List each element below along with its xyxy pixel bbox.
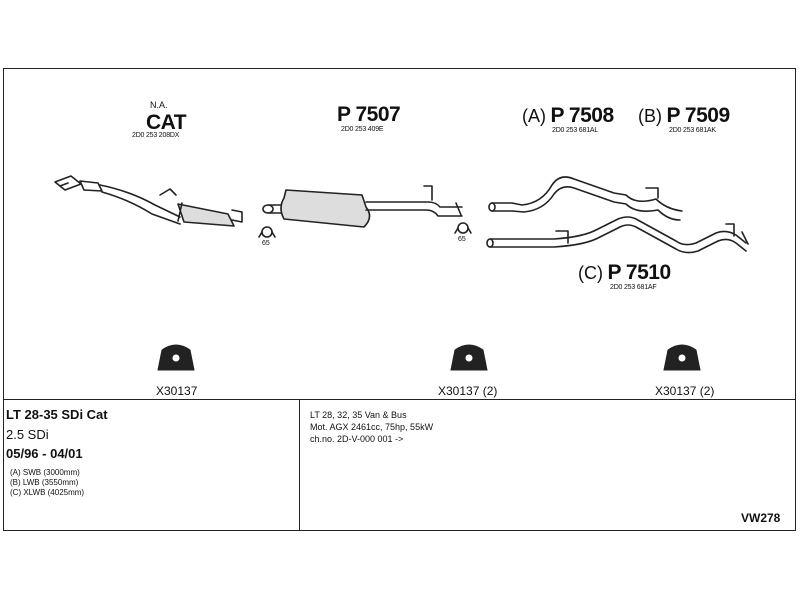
variant-b: (B) LWB (3550mm): [10, 478, 79, 487]
cat-prefix: N.A.: [150, 100, 168, 110]
application-line: ch.no. 2D-V-000 001 ->: [310, 434, 404, 444]
p7509-label: P 7509: [666, 104, 730, 127]
p7510-oem: 2D0 253 681AF: [610, 284, 657, 291]
cat-label: CAT: [146, 111, 187, 134]
p7510-label: P 7510: [607, 261, 671, 284]
clamp-left-drawing: [258, 226, 276, 238]
clamp-right-drawing: [454, 222, 472, 234]
vehicle-variants: (A) SWB (3000mm) (B) LWB (3550mm) (C) XL…: [10, 468, 84, 498]
clamp-right-label: 65: [458, 236, 466, 243]
variant-a: (A) SWB (3000mm): [10, 468, 80, 477]
p7508-label: P 7508: [550, 104, 614, 127]
divider-horizontal: [3, 399, 796, 400]
silencer-p7507-drawing: [262, 185, 463, 228]
vehicle-title: LT 28-35 SDi Cat: [6, 407, 108, 422]
cat-oem: 2D0 253 208DX: [132, 132, 180, 139]
mount-left-label: X30137: [156, 384, 198, 398]
catalyst-drawing: [54, 175, 243, 227]
application-line: Mot. AGX 2461cc, 75hp, 55kW: [310, 422, 434, 432]
diagram-code: VW278: [741, 511, 781, 525]
mount-right-label: X30137 (2): [655, 384, 715, 398]
variant-c: (C) XLWB (4025mm): [10, 488, 85, 497]
diagram-frame: [3, 68, 796, 531]
p7509-variant: (B): [638, 106, 662, 126]
p7508-oem: 2D0 253 681AL: [552, 127, 599, 134]
mount-center-drawing: [450, 344, 488, 371]
mount-right-drawing: [663, 344, 701, 371]
mount-left-drawing: [157, 344, 195, 371]
application-notes: LT 28, 32, 35 Van & Bus Mot. AGX 2461cc,…: [310, 409, 433, 445]
p7508-variant: (A): [522, 106, 546, 126]
p7510-heading: (C) P 7510: [578, 261, 671, 285]
p7507-label: P 7507: [337, 103, 401, 126]
clamp-left-label: 65: [262, 240, 270, 247]
p7509-oem: 2D0 253 681AK: [669, 127, 716, 134]
p7508-heading: (A) P 7508: [522, 104, 614, 128]
vehicle-engine: 2.5 SDi: [6, 427, 49, 442]
application-line: LT 28, 32, 35 Van & Bus: [310, 410, 407, 420]
mount-center-label: X30137 (2): [438, 384, 498, 398]
p7509-heading: (B) P 7509: [638, 104, 730, 128]
p7510-variant: (C): [578, 263, 603, 283]
tailpipe-c-drawing: [486, 216, 749, 254]
p7507-oem: 2D0 253 409E: [341, 126, 384, 133]
tailpipe-ab-drawing: [488, 176, 683, 221]
vehicle-dates: 05/96 - 04/01: [6, 446, 83, 461]
divider-vertical: [299, 399, 300, 531]
